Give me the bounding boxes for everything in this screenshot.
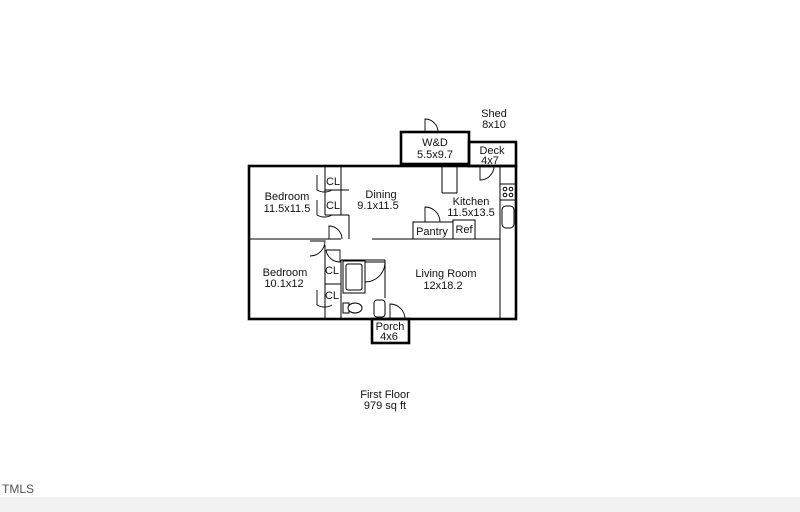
bedroom1-name: Bedroom [265, 191, 310, 203]
pantry-label: Pantry [416, 226, 448, 238]
ref-label: Ref [455, 224, 473, 236]
shed-name: Shed [481, 108, 507, 120]
bedroom2-name: Bedroom [263, 267, 308, 279]
closet-label: CL [325, 290, 339, 302]
footer-bar [0, 497, 800, 512]
exterior-walls [247, 130, 518, 345]
closet-label: CL [326, 200, 340, 212]
bedroom1-size: 11.5x11.5 [264, 203, 311, 215]
porch-name: Porch [376, 321, 405, 333]
door-swings [309, 118, 495, 320]
mls-logo: TMLS [2, 482, 35, 496]
dining-name: Dining [365, 189, 396, 201]
shed-size: 8x10 [482, 119, 506, 131]
floor-title: First Floor [360, 389, 410, 401]
closet-label: CL [326, 176, 340, 188]
living-name: Living Room [415, 268, 476, 280]
floor-area: 979 sq ft [364, 400, 406, 412]
closet-label: CL [325, 265, 339, 277]
wd-name: W&D [422, 137, 448, 149]
porch-size: 4x6 [380, 331, 398, 343]
wd-size: 5.5x9.7 [417, 149, 453, 161]
kitchen-size: 11.5x13.5 [447, 207, 495, 219]
kitchen-name: Kitchen [453, 196, 490, 208]
bath-fixtures [342, 260, 386, 318]
deck-size: 4x7 [481, 155, 499, 167]
room-labels: Shed 8x10 W&D 5.5x9.7 Deck 4x7 Bedroom 1… [263, 108, 507, 343]
floor-caption: First Floor 979 sq ft [360, 389, 410, 412]
bedroom2-size: 10.1x12 [264, 278, 303, 290]
dining-size: 9.1x11.5 [357, 200, 398, 212]
living-size: 12x18.2 [423, 280, 462, 292]
interior-walls [249, 166, 517, 319]
deck-name: Deck [479, 145, 505, 157]
